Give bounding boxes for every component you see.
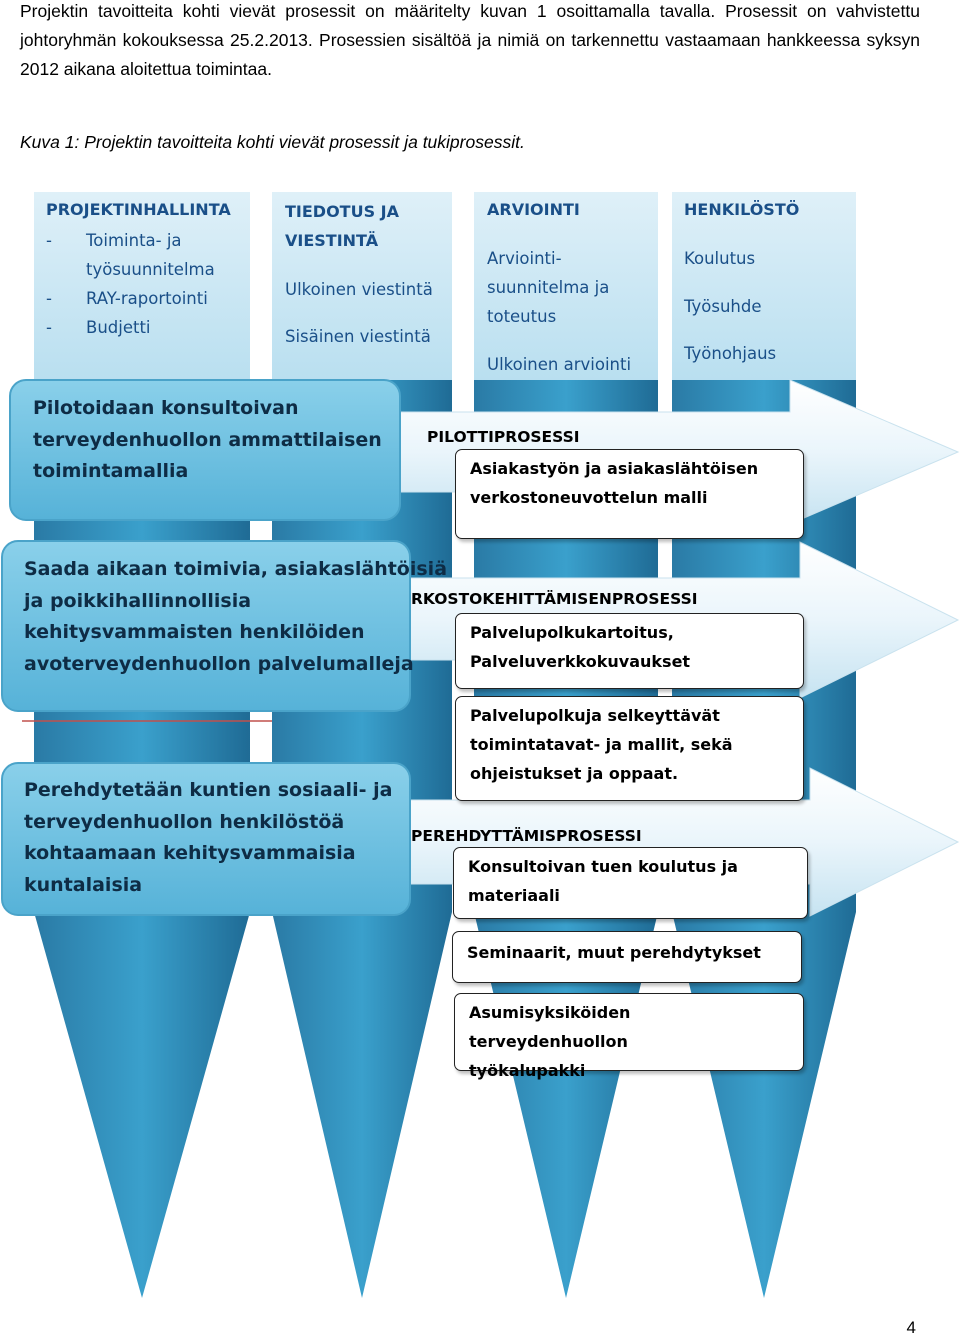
goal-2-line-4: avoterveydenhuollon palvelumalleja (24, 652, 414, 675)
process-box-2-line-2: Palveluverkkokuvaukset (470, 652, 691, 671)
col3-title: ARVIOINTI (487, 200, 580, 219)
goal-2-text: Saada aikaan toimivia, asiakaslähtöisiä … (24, 554, 447, 680)
goal-box-2 (1, 540, 411, 712)
col1-dash-2: - (46, 289, 52, 308)
column-header-4 (672, 192, 856, 380)
goal-3-line-4: kuntalaisia (24, 873, 143, 896)
process-box-3-line-1: Palvelupolkuja selkeyttävät (470, 706, 720, 725)
goal-3-line-1: Perehdytetään kuntien sosiaali- ja (24, 779, 393, 801)
process-box-1: Asiakastyön ja asiakaslähtöisen verkosto… (455, 449, 804, 539)
goal-1-text: Pilotoidaan konsultoivan terveydenhuollo… (33, 393, 382, 488)
col1-item-1: Toiminta- ja (86, 231, 182, 250)
goal-box-3 (1, 762, 411, 916)
goal-2-line-1: Saada aikaan toimivia, asiakaslähtöisiä (24, 558, 448, 580)
goal-3-line-3: kohtaamaan kehitysvammaisia (24, 842, 356, 864)
goal-2-line-2: ja poikkihallinnollisia (24, 589, 252, 612)
process-box-5-line-1: Seminaarit, muut perehdytykset (467, 943, 761, 962)
process-label-perehdytys: PEREHDYTTÄMISPROSESSI (411, 827, 642, 845)
process-box-2: Palvelupolkukartoitus, Palveluverkkokuva… (455, 613, 804, 689)
goal-3-text: Perehdytetään kuntien sosiaali- ja terve… (24, 775, 392, 901)
process-box-6-line-1: Asumisyksiköiden terveydenhuollon (469, 1003, 631, 1051)
col1-item-4: Budjetti (86, 318, 151, 337)
col1-dash-1: - (46, 231, 52, 250)
col2-title-1: TIEDOTUS JA (285, 202, 400, 221)
process-box-4-line-1: Konsultoivan tuen koulutus ja (468, 857, 738, 876)
col2-item-1: Ulkoinen viestintä (285, 280, 433, 299)
page-number: 4 (906, 1318, 916, 1337)
intro-paragraph: Projektin tavoitteita kohti vievät prose… (20, 1, 920, 79)
process-box-4: Konsultoivan tuen koulutus ja materiaali (453, 847, 808, 919)
goal-1-line-3: toimintamallia (33, 460, 189, 482)
process-label-pilotti: PILOTTIPROSESSI (427, 428, 580, 446)
col1-item-2: työsuunnitelma (86, 260, 215, 279)
goal-1-line-2: terveydenhuollon ammattilaisen (33, 428, 382, 451)
process-box-2-line-1: Palvelupolkukartoitus, (470, 623, 674, 642)
col3-item-3: toteutus (487, 307, 557, 326)
col2-item-2: Sisäinen viestintä (285, 327, 431, 346)
col3-item-4: Ulkoinen arviointi (487, 355, 632, 374)
col2-title-2: VIESTINTÄ (285, 231, 379, 250)
col1-dash-3: - (46, 318, 52, 337)
column-header-2 (272, 192, 452, 380)
goal-1-line-1: Pilotoidaan konsultoivan (33, 397, 299, 419)
goal-2-line-3: kehitysvammaisten henkilöiden (24, 621, 365, 643)
process-box-3-line-2: toimintatavat- ja mallit, sekä (470, 735, 733, 754)
column-header-3 (474, 192, 658, 380)
goal-box-1 (9, 379, 401, 521)
col3-item-1: Arviointi- (487, 249, 562, 268)
col3-item-2: suunnitelma ja (487, 278, 610, 297)
process-box-3: Palvelupolkuja selkeyttävät toimintatava… (455, 696, 804, 801)
process-box-4-line-2: materiaali (468, 886, 560, 905)
figure-caption: Kuva 1: Projektin tavoitteita kohti viev… (20, 132, 525, 152)
process-box-1-line-2: verkostoneuvottelun malli (470, 488, 708, 507)
col4-item-1: Koulutus (684, 249, 756, 268)
col4-item-3: Työnohjaus (684, 344, 777, 363)
process-box-3-line-3: ohjeistukset ja oppaat. (470, 764, 679, 783)
col1-title: PROJEKTINHALLINTA (46, 200, 231, 219)
process-box-5: Seminaarit, muut perehdytykset (452, 931, 802, 983)
goal-3-line-2: terveydenhuollon henkilöstöä (24, 810, 345, 833)
col1-item-3: RAY-raportointi (86, 289, 208, 308)
col4-item-2: Työsuhde (684, 297, 762, 316)
process-label-verkosto: RKOSTOKEHITTÄMISENPROSESSI (411, 590, 698, 608)
process-box-1-line-1: Asiakastyön ja asiakaslähtöisen (470, 459, 759, 478)
column-header-1 (34, 192, 250, 380)
process-box-6-line-2: työkalupakki (469, 1061, 586, 1080)
process-box-6: Asumisyksiköiden terveydenhuollon työkal… (454, 993, 804, 1080)
col4-title: HENKILÖSTÖ (684, 200, 800, 219)
